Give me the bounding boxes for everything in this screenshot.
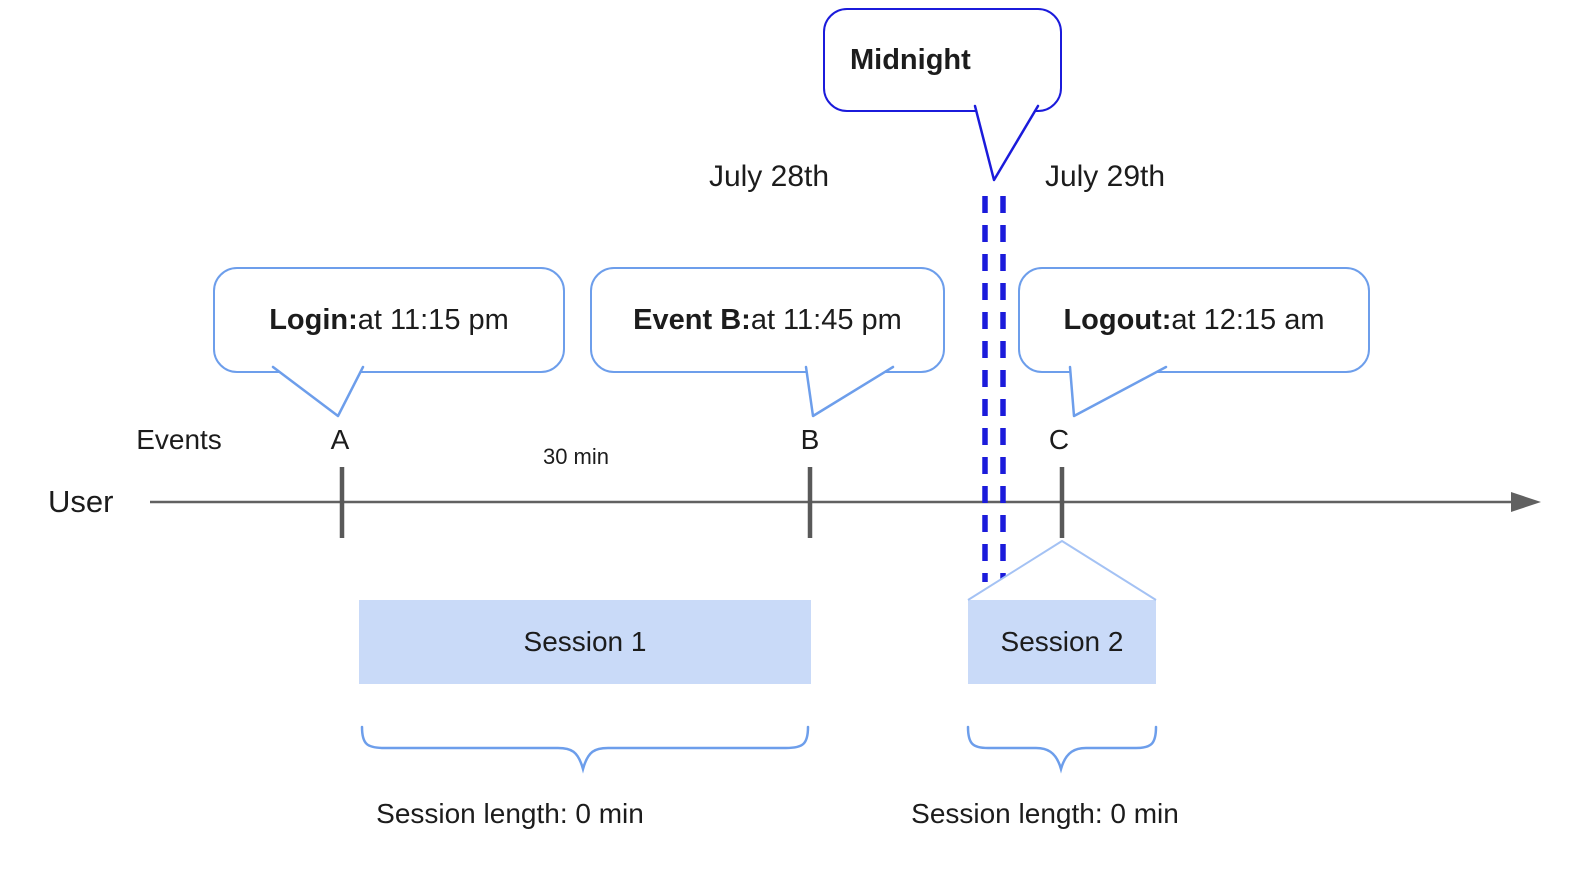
session-1-label: Session 1 xyxy=(523,626,647,657)
session-2-funnel-icon xyxy=(967,540,1157,601)
session-2-brace-icon xyxy=(966,725,1158,774)
date-july-28: July 28th xyxy=(708,160,830,193)
interval-label: 30 min xyxy=(542,444,610,469)
events-row-label: Events xyxy=(136,424,222,455)
date-july-29: July 29th xyxy=(1044,160,1166,193)
event-marker-b: B xyxy=(800,424,820,455)
midnight-callout-tail-icon xyxy=(973,104,1040,182)
event-marker-a: A xyxy=(330,424,350,455)
login-callout-tail-icon xyxy=(271,365,365,418)
logout-callout-title: Logout: xyxy=(1063,303,1172,336)
event-b-callout: Event B: at 11:45 pm xyxy=(590,267,945,373)
session-2-box: Session 2 xyxy=(968,600,1156,684)
logout-callout-tail-icon xyxy=(1068,365,1168,418)
logout-callout: Logout: at 12:15 am xyxy=(1018,267,1370,373)
event-b-callout-time: at 11:45 pm xyxy=(750,303,902,336)
session-2-label: Session 2 xyxy=(1000,626,1124,657)
logout-callout-time: at 12:15 am xyxy=(1171,303,1325,336)
event-b-callout-title: Event B: xyxy=(633,303,751,336)
login-callout-time: at 11:15 pm xyxy=(357,303,509,336)
session-1-box: Session 1 xyxy=(359,600,811,684)
session-2-length-label: Session length: 0 min xyxy=(911,798,1179,829)
login-callout: Login: at 11:15 pm xyxy=(213,267,565,373)
session-1-brace-icon xyxy=(360,725,810,774)
user-row-label: User xyxy=(48,484,114,519)
timeline-arrowhead-icon xyxy=(1511,492,1541,512)
midnight-callout: Midnight xyxy=(823,8,1062,112)
event-marker-c: C xyxy=(1048,424,1070,455)
midnight-callout-label: Midnight xyxy=(850,43,971,76)
session-1-length-label: Session length: 0 min xyxy=(376,798,644,829)
event-b-callout-tail-icon xyxy=(804,365,895,418)
login-callout-title: Login: xyxy=(269,303,358,336)
